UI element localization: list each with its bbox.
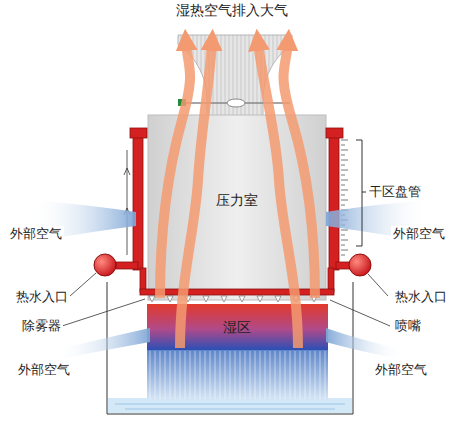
water-basin — [108, 398, 352, 413]
nozzle — [203, 296, 209, 302]
fill-stripe — [165, 351, 166, 399]
tick — [341, 205, 345, 206]
part-label: 热水入口 — [393, 289, 449, 305]
tick — [341, 150, 348, 151]
fill-stripe — [155, 351, 156, 399]
tick — [341, 250, 348, 251]
hot-water-inlet — [349, 254, 371, 276]
hot-water-inlet — [94, 254, 116, 276]
node-text: 湿区 — [219, 318, 255, 336]
fill-stripe — [220, 351, 221, 399]
wet-zone: 湿区 — [219, 316, 255, 338]
fill-stripe — [235, 351, 236, 399]
fill-stripe — [295, 351, 296, 399]
fill-stripe — [300, 351, 301, 399]
fill-stripe — [305, 351, 306, 399]
nozzle — [257, 296, 263, 302]
fill-stripe — [210, 351, 211, 399]
fill-stripe — [290, 351, 291, 399]
part-label: 除雾器 — [20, 318, 63, 334]
fill-stripe — [245, 351, 246, 399]
fill-stripe — [240, 351, 241, 399]
fill-stripe — [205, 351, 206, 399]
fill-stripe — [185, 351, 186, 399]
leader-lines — [62, 273, 390, 326]
fill-stripe — [255, 351, 256, 399]
nozzle — [149, 296, 155, 302]
tick — [341, 145, 345, 146]
tick — [341, 195, 345, 196]
fill-stripe — [150, 351, 151, 399]
fill-stripe — [160, 351, 161, 399]
tick — [341, 230, 348, 231]
fill-stripe — [285, 351, 286, 399]
nozzle — [221, 296, 227, 302]
tick — [341, 175, 345, 176]
fill-stripe — [230, 351, 231, 399]
fill-stripe — [215, 351, 216, 399]
tick — [341, 235, 345, 236]
fill-stripe — [320, 351, 321, 399]
fill-stripe — [325, 351, 326, 399]
node-text: 压力室 — [212, 191, 262, 209]
nozzle — [275, 296, 281, 302]
fill-stripe — [315, 351, 316, 399]
tick — [341, 240, 348, 241]
housing-frame — [107, 282, 353, 414]
tick — [341, 255, 345, 256]
fill-stripe — [195, 351, 196, 399]
part-label: 喷嘴 — [393, 318, 423, 334]
part-label: 干区盘管 — [367, 184, 423, 200]
air-inflow — [55, 328, 150, 360]
tick — [341, 245, 345, 246]
tick — [341, 160, 348, 161]
tick — [341, 180, 348, 181]
part-label: 外部空气 — [373, 362, 429, 378]
fill-stripe — [310, 351, 311, 399]
nozzle — [167, 296, 173, 302]
fill-stripe — [180, 351, 181, 399]
tick — [341, 140, 348, 141]
fill-stripe — [250, 351, 251, 399]
part-label: 外部空气 — [8, 226, 64, 242]
fill-stripe — [260, 351, 261, 399]
water-lines — [115, 404, 345, 409]
dry-zone-bracket — [356, 140, 366, 246]
tick — [341, 170, 348, 171]
fan-hub — [227, 99, 245, 107]
coil-flow-marks — [124, 150, 130, 255]
fill-stripe — [200, 351, 201, 399]
plenum-chamber: 压力室 — [212, 189, 262, 211]
tick — [341, 165, 345, 166]
hot-air-flow — [160, 42, 315, 348]
fill-stripe — [170, 351, 171, 399]
coil-scale-ticks — [341, 140, 348, 255]
part-label: 热水入口 — [14, 289, 70, 305]
fill-stripe — [265, 351, 266, 399]
fill-stripes — [150, 351, 325, 399]
fill-stripe — [175, 351, 176, 399]
tick — [341, 155, 345, 156]
tick — [341, 185, 345, 186]
fill-stripe — [190, 351, 191, 399]
tick — [341, 200, 348, 201]
part-label: 湿热空气排入大气 — [174, 2, 290, 18]
fill-media — [147, 350, 328, 400]
nozzle — [239, 296, 245, 302]
fan-stack — [178, 35, 292, 116]
fill-stripe — [225, 351, 226, 399]
fill-stripe — [270, 351, 271, 399]
fill-stripe — [280, 351, 281, 399]
part-label: 外部空气 — [391, 226, 447, 242]
part-label: 外部空气 — [16, 362, 72, 378]
fill-stripe — [275, 351, 276, 399]
tick — [341, 190, 348, 191]
